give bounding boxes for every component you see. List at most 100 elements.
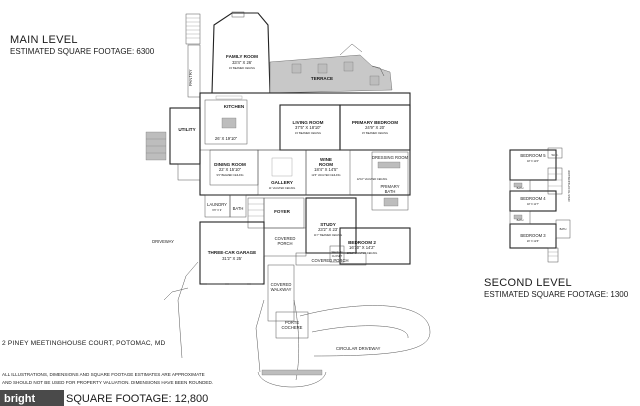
- dining-room-dims: 22' X 15'10": [219, 167, 242, 172]
- wic-label: W.I.C.: [551, 153, 558, 157]
- primary-bedroom-note: 15' BEAMED CEILING: [362, 131, 388, 135]
- property-address: 2 PINEY MEETINGHOUSE COURT, POTOMAC, MD: [2, 340, 166, 347]
- primary-bedroom-dims: 24'9" X 20': [365, 125, 385, 130]
- garage-dims: 31'2" X 25': [222, 256, 242, 261]
- wine-room-dims: 18'4" X 14'5": [314, 167, 338, 172]
- family-room-note: 19' BEAMED CEILING: [229, 66, 255, 70]
- bedroom-5-dims: 18' X 11'6": [527, 159, 539, 163]
- pantry-block: [145, 131, 167, 161]
- disclaimer-line-2: AND SHOULD NOT BE USED FOR PROPERTY VALU…: [2, 380, 213, 385]
- living-room-dims: 37'5" X 18'10": [295, 125, 322, 130]
- terrace: [269, 43, 393, 94]
- gallery-note: 11' VAULTED CEILING: [269, 186, 296, 190]
- walk-in-closet-name: WALK-IN: [332, 250, 343, 254]
- wine-room-note: 12'6" VAULTED CEILING: [311, 173, 340, 177]
- wine-room-walls: [305, 149, 351, 196]
- front-circle: [257, 371, 327, 388]
- laundry-dims: 9'6" X 9': [212, 208, 222, 212]
- porte-cochere: [275, 311, 309, 339]
- total-square-footage: SQUARE FOOTAGE: 12,800: [66, 393, 208, 405]
- primary-bath-name-2: BATH: [385, 189, 396, 194]
- wine-room-name-2: ROOM: [319, 162, 333, 167]
- covered-walkway-name: COVERED: [271, 282, 292, 287]
- bath-walls: [229, 194, 247, 218]
- study-dims: 23'2" X 23': [318, 227, 338, 232]
- study-name: STUDY: [320, 222, 336, 227]
- bedroom-2-note: 10'10" VAULTED CEILING: [347, 251, 378, 255]
- terrace-name: TERRACE: [311, 76, 333, 81]
- primary-bedroom-name: PRIMARY BEDROOM: [352, 120, 398, 125]
- pantry-label: PANTRY: [188, 69, 193, 86]
- living-room-name: LIVING ROOM: [293, 120, 324, 125]
- dressing-room-name: DRESSING ROOM: [372, 155, 409, 160]
- watermark-text: bright: [4, 393, 35, 405]
- circular-driveway-edge: [299, 305, 431, 357]
- bright-watermark: bright: [0, 390, 64, 406]
- stair-hall: [247, 197, 265, 229]
- kitchen-walls: [204, 99, 248, 145]
- bedroom-2-dims: 16'10" X 14'2": [349, 245, 376, 250]
- second-level-sqft: ESTIMATED SQUARE FOOTAGE: 1300: [484, 290, 629, 299]
- dining-room-name: DINING ROOM: [214, 162, 246, 167]
- main-level-title: MAIN LEVEL: [10, 34, 78, 46]
- covered-porch-name: COVERED PORCH: [312, 258, 349, 263]
- bath-a-label: BATH: [517, 186, 524, 190]
- porte-cochere-name: PORTE: [285, 320, 300, 325]
- family-room-hearth: [215, 95, 243, 100]
- bedroom-4-walls: [509, 190, 557, 212]
- covered-porch-left-name: COVERED: [275, 236, 296, 241]
- laundry-name: LAUNDRY: [207, 202, 227, 207]
- bedroom-4-dims: 18' X 11'7": [527, 202, 539, 206]
- main-level-sqft: ESTIMATED SQUARE FOOTAGE: 6300: [10, 47, 155, 56]
- dining-room-note: 9'3" BEAMED CEILING: [216, 173, 243, 177]
- bedroom-5-name: BEDROOM 5: [520, 153, 546, 158]
- kitchen-dims: 26' X 19'10": [215, 136, 238, 141]
- second-level-title: SECOND LEVEL: [484, 277, 572, 289]
- bath-b-label: BATH: [517, 218, 524, 222]
- bath-middle-walls: [509, 210, 531, 225]
- circular-driveway-label: CIRCULAR DRIVEWAY: [336, 346, 381, 351]
- garage-name: THREE-CAR GARAGE: [208, 250, 257, 255]
- disclaimer-line-1: ALL ILLUSTRATIONS, DIMENSIONS AND SQUARE…: [2, 372, 205, 377]
- main-level-plan: FAMILY ROOM 33'4" X 26' 19' BEAMED CEILI…: [145, 11, 431, 388]
- kitchen-name: KITCHEN: [224, 104, 245, 109]
- porte-cochere-name-2: COCHERE: [282, 325, 303, 330]
- walk-in-closet-name-2: CLOSET: [332, 254, 343, 258]
- gallery-table: [271, 157, 293, 177]
- driveway-label: DRIVEWAY: [152, 239, 174, 244]
- primary-bath-note: 12'10" VAULTED CEILING: [357, 177, 388, 181]
- primary-bath-name: PRIMARY: [380, 184, 399, 189]
- family-room-walls: [211, 12, 271, 94]
- bedroom-3-name: BEDROOM 3: [520, 233, 546, 238]
- dressing-room-walls: [371, 151, 409, 211]
- bath-upper-walls: [509, 179, 531, 192]
- wine-room-name: WINE: [320, 157, 332, 162]
- family-room-dims: 33'4" X 26': [232, 60, 252, 65]
- stair-landing: [547, 247, 559, 263]
- utility-room-walls: [169, 107, 201, 165]
- covered-walkway: [267, 264, 295, 322]
- foyer-name: FOYER: [274, 209, 291, 214]
- family-room-name: FAMILY ROOM: [226, 54, 258, 59]
- covered-porch-left: [263, 227, 307, 257]
- study-note: 11'7" BEAMED CEILING: [314, 233, 342, 237]
- gallery-name: GALLERY: [271, 180, 293, 185]
- living-room-note: 19' BEAMED CEILING: [295, 131, 321, 135]
- bedroom-3-dims: 20' X 12'6": [527, 239, 539, 243]
- exterior-stairs: [185, 13, 201, 98]
- covered-walkway-name-2: WALKWAY: [271, 287, 292, 292]
- bedroom-2-name: BEDROOM 2: [348, 240, 376, 245]
- second-level-plan: BEDROOM 5 18' X 11'6" BATH BEDROOM 4 18'…: [509, 147, 571, 263]
- bedroom-4-name: BEDROOM 4: [520, 196, 546, 201]
- driveway-edge: [177, 261, 199, 359]
- covered-porch-left-name-2: PORCH: [277, 241, 292, 246]
- bath-c-label: BATH: [560, 227, 567, 231]
- utility-name: UTILITY: [178, 127, 195, 132]
- kitchen-island: [221, 117, 237, 129]
- covered-porch: [295, 252, 367, 266]
- bedroom-5-walls: [509, 149, 557, 181]
- walk-in-closet-walls: [329, 245, 345, 263]
- bath-name: BATH: [233, 206, 244, 211]
